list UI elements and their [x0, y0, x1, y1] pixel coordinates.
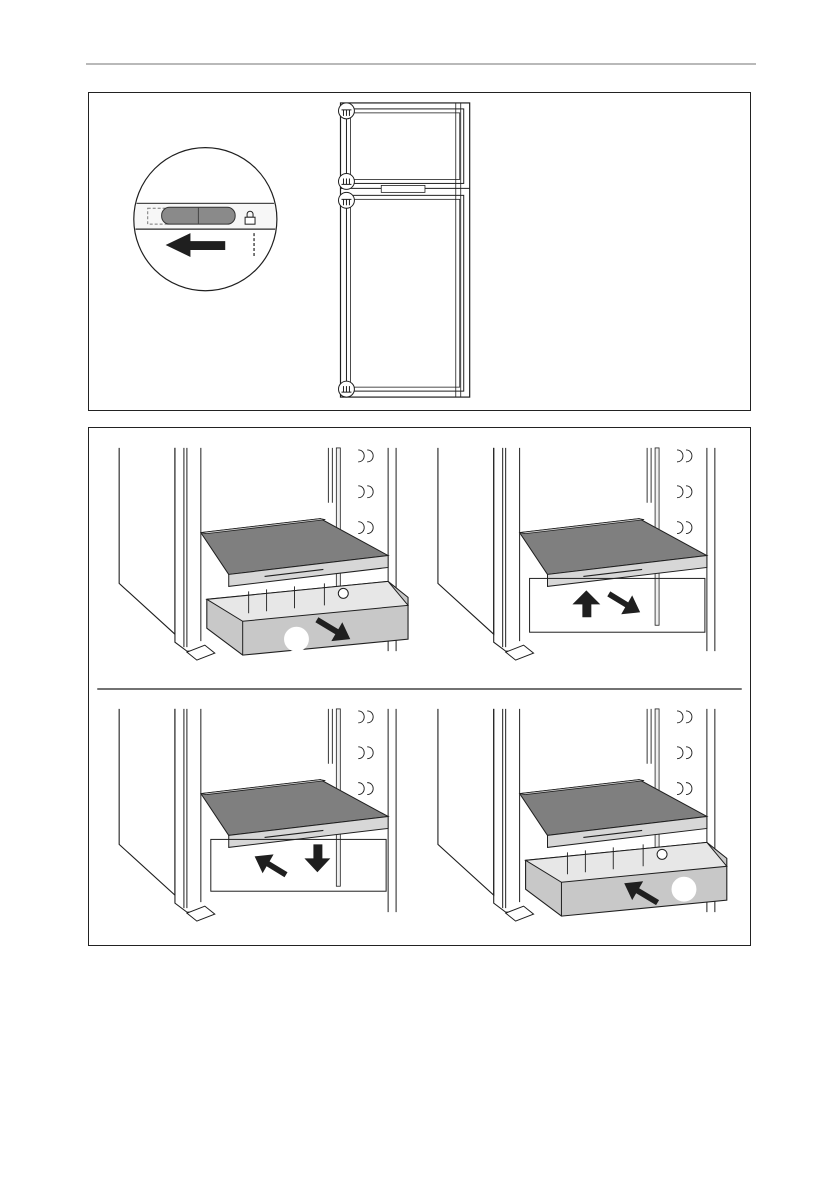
door-lock-hinge-illustration	[89, 93, 750, 410]
hinge-icon	[339, 381, 355, 397]
top-illustration-panel	[88, 92, 751, 411]
bottom-illustration-panel	[88, 427, 751, 946]
hinge-icon	[339, 103, 355, 119]
arrow-diagonal-icon	[255, 854, 288, 877]
step-4-insert-drawer	[438, 709, 727, 921]
arrow-diagonal-icon	[607, 591, 640, 614]
fridge-front-elevation	[339, 103, 470, 397]
hinge-icon	[339, 173, 355, 189]
arrow-down-icon	[304, 844, 330, 872]
header-rule	[86, 63, 756, 65]
step-3-insert-shelf	[119, 709, 396, 921]
arrow-up-icon	[572, 590, 600, 617]
step-2-lift-shelf	[438, 448, 715, 660]
step-1-remove-drawer	[119, 448, 408, 660]
lock-detail-callout	[128, 148, 287, 291]
hinge-icon	[339, 192, 355, 208]
shelf-drawer-steps	[89, 428, 750, 945]
